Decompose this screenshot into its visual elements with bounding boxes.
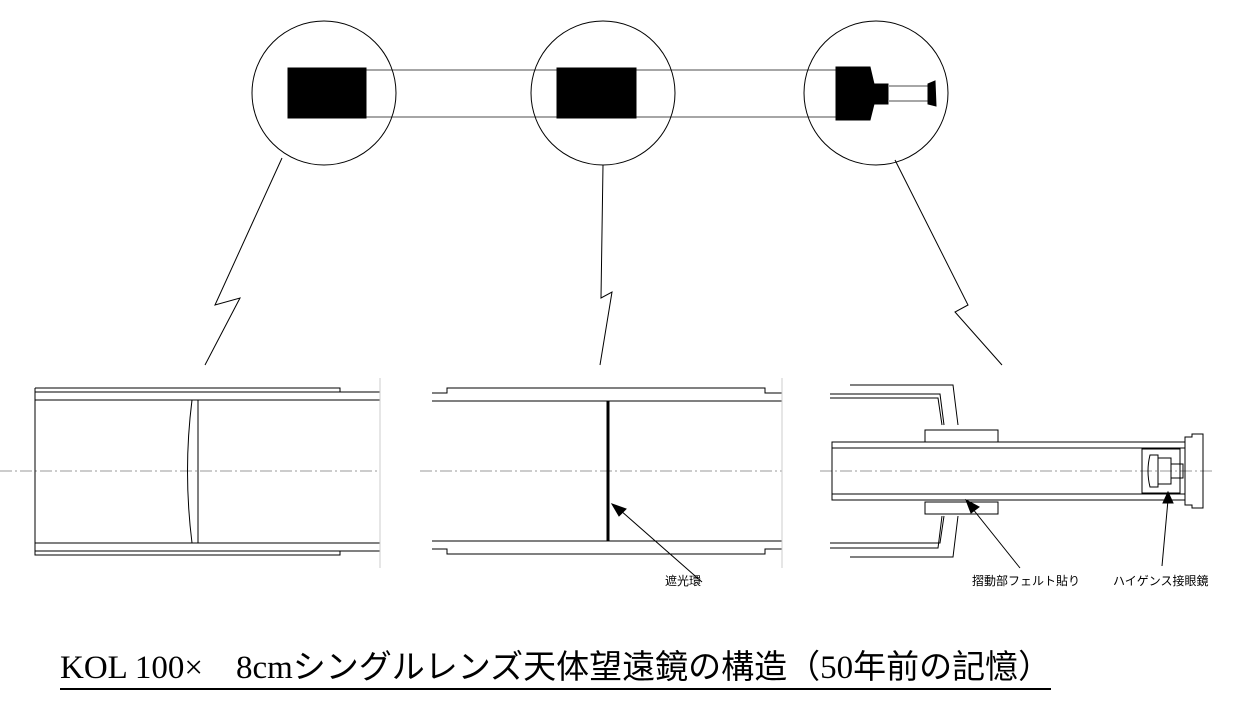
eyepiece-block xyxy=(835,66,889,121)
huygens-eyepiece-label: ハイゲンス接眼鏡 xyxy=(1113,574,1209,588)
middle-block xyxy=(556,67,637,119)
diagram-title: KOL 100× 8cmシングルレンズ天体望遠鏡の構造（50年前の記憶） xyxy=(60,648,1052,690)
light-baffle-label: 遮光環 xyxy=(665,574,702,588)
objective-block xyxy=(287,67,367,119)
section-eyepiece xyxy=(820,378,1216,569)
sliding-felt-label: 摺動部フェルト貼り xyxy=(972,574,1081,588)
light-baffle xyxy=(606,400,610,542)
objective-lens xyxy=(187,399,193,544)
overview-telescope xyxy=(251,20,949,166)
detail-circle-1 xyxy=(251,20,397,166)
section-objective xyxy=(0,378,381,568)
detail-circle-3 xyxy=(803,20,949,166)
huygens-eyepiece xyxy=(1141,448,1181,494)
leader-lines xyxy=(204,157,1003,366)
section-middle xyxy=(420,378,783,583)
